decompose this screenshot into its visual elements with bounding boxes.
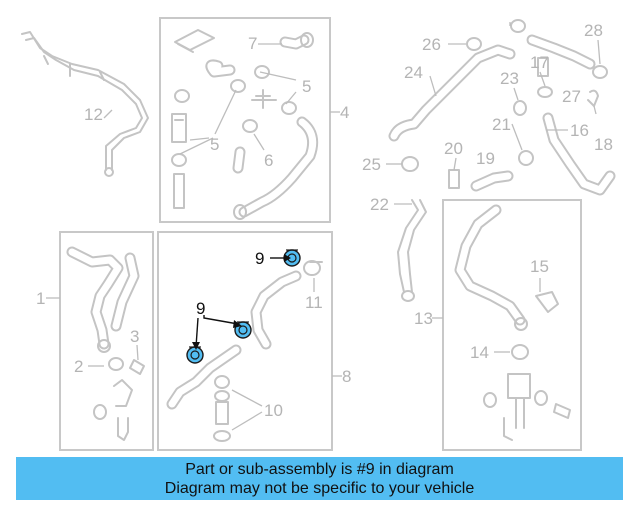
callout-5-right: 5 <box>302 77 311 96</box>
callout-9-lower: 9 <box>196 299 205 318</box>
callout-9-top: 9 <box>255 249 264 268</box>
callout-7: 7 <box>248 34 257 53</box>
group-box-4 <box>159 17 331 223</box>
callout-labels: 12 4 7 5 5 6 1 2 3 8 10 11 9 9 13 14 15 … <box>36 21 613 420</box>
part-8-group-parts <box>166 260 323 442</box>
callout-6: 6 <box>264 151 273 170</box>
callout-16: 16 <box>570 121 589 140</box>
part-4-group-parts <box>171 29 319 220</box>
callout-18: 18 <box>594 135 613 154</box>
group-box-1 <box>59 231 154 451</box>
callout-24: 24 <box>404 63 423 82</box>
highlight-arrowheads <box>192 254 291 350</box>
callout-10: 10 <box>264 401 283 420</box>
part-9-clamp-lower <box>186 346 204 364</box>
callout-26: 26 <box>422 35 441 54</box>
callout-13: 13 <box>414 309 433 328</box>
callout-8: 8 <box>342 367 351 386</box>
group-box-13 <box>442 199 582 451</box>
callout-28: 28 <box>584 21 603 40</box>
callout-15: 15 <box>530 257 549 276</box>
callout-2: 2 <box>74 357 83 376</box>
callout-12: 12 <box>84 105 103 124</box>
banner-line-part: Part or sub-assembly is #9 in diagram <box>185 460 454 478</box>
callout-17: 17 <box>530 53 549 72</box>
callout-14: 14 <box>470 343 489 362</box>
callout-5-left: 5 <box>210 135 219 154</box>
leader-lines <box>46 22 601 431</box>
part-9-clamp-top <box>283 249 301 267</box>
callout-19: 19 <box>476 149 495 168</box>
callout-20: 20 <box>444 139 463 158</box>
part-1-group-parts <box>66 246 145 441</box>
callout-1: 1 <box>36 289 45 308</box>
part-right-side-parts <box>388 19 616 441</box>
callout-21: 21 <box>492 115 511 134</box>
callout-11: 11 <box>305 293 323 312</box>
callout-25: 25 <box>362 155 381 174</box>
callout-22: 22 <box>370 195 389 214</box>
callout-23: 23 <box>500 69 519 88</box>
callout-4: 4 <box>340 103 349 122</box>
callout-3: 3 <box>130 327 139 346</box>
banner-line-disclaimer: Diagram may not be specific to your vehi… <box>164 479 475 497</box>
part-info-banner: Part or sub-assembly is #9 in diagram Di… <box>16 457 623 500</box>
group-box-8 <box>157 231 333 451</box>
callout-27: 27 <box>562 87 581 106</box>
part-12-pipe <box>21 31 149 177</box>
